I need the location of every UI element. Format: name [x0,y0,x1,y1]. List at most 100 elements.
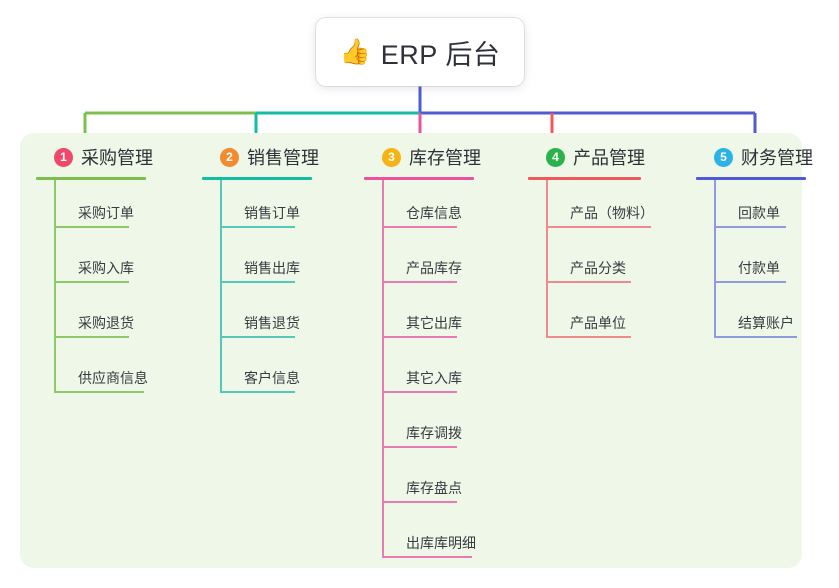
leaf-item-label: 产品（物料） [570,205,654,221]
column-title-2: 销售管理 [247,148,319,168]
column-stem-4 [546,180,548,338]
root-node[interactable]: 👍 ERP 后台 [316,18,524,86]
leaf-item[interactable]: 库存调拨 [364,400,481,455]
column-title-5: 财务管理 [741,148,813,168]
column-1: 1 采购管理采购订单采购入库采购退货供应商信息 [36,144,153,400]
leaf-item-label: 结算账户 [738,315,794,331]
column-badge-5: 5 [714,147,733,167]
column-badge-1: 1 [54,147,73,167]
leaf-item-label: 销售订单 [244,205,300,221]
column-rule-1 [36,177,146,180]
leaf-item-rule [714,226,786,228]
leaf-item-label: 其它入库 [406,370,462,386]
leaf-item-label: 采购入库 [78,260,134,276]
leaf-item-label: 出库库明细 [406,535,476,551]
leaf-item[interactable]: 出库库明细 [364,510,481,565]
leaf-item[interactable]: 其它入库 [364,345,481,400]
column-rule-2 [202,177,312,180]
leaf-item[interactable]: 采购入库 [36,235,153,290]
column-badge-4: 4 [546,147,565,167]
column-stem-3 [382,180,384,558]
root-title: ERP 后台 [380,39,501,70]
leaf-item-label: 销售出库 [244,260,300,276]
leaf-item[interactable]: 结算账户 [696,290,813,345]
column-items-4: 产品（物料） 产品分类产品单位 [528,180,654,345]
column-2: 2 销售管理销售订单销售出库销售退货客户信息 [202,144,319,400]
leaf-item[interactable]: 产品单位 [528,290,645,345]
leaf-item-label: 其它出库 [406,315,462,331]
column-5: 5 财务管理回款单付款单结算账户 [696,144,813,345]
column-header-5[interactable]: 5 财务管理 [696,144,813,170]
leaf-item-label: 客户信息 [244,370,300,386]
column-header-1[interactable]: 1 采购管理 [36,144,153,170]
leaf-item[interactable]: 仓库信息 [364,180,481,235]
leaf-item-rule [54,226,129,228]
leaf-item-label: 回款单 [738,205,780,221]
leaf-item-rule [220,336,295,338]
leaf-item-rule [54,391,144,393]
leaf-item-rule [382,226,457,228]
column-header-2[interactable]: 2 销售管理 [202,144,319,170]
column-items-3: 仓库信息产品库存其它出库其它入库库存调拨库存盘点出库库明细 [364,180,481,565]
leaf-item-rule [382,556,472,558]
leaf-item-rule [220,391,295,393]
column-title-1: 采购管理 [81,148,153,168]
leaf-item[interactable]: 回款单 [696,180,813,235]
leaf-item[interactable]: 产品（物料） [528,180,654,235]
leaf-item[interactable]: 采购退货 [36,290,153,345]
leaf-item-label: 产品分类 [570,260,626,276]
leaf-item-rule [54,281,129,283]
leaf-item[interactable]: 付款单 [696,235,813,290]
leaf-item-rule [546,281,631,283]
column-stem-5 [714,180,716,338]
column-badge-2: 2 [220,147,239,167]
column-rule-4 [528,177,641,180]
leaf-item-rule [220,226,295,228]
column-title-3: 库存管理 [409,148,481,168]
column-rule-3 [364,177,474,180]
leaf-item-rule [546,226,651,228]
leaf-item[interactable]: 客户信息 [202,345,319,400]
column-items-5: 回款单付款单结算账户 [696,180,813,345]
leaf-item-rule [714,281,786,283]
column-3: 3 库存管理仓库信息产品库存其它出库其它入库库存调拨库存盘点出库库明细 [364,144,481,565]
leaf-item-rule [220,281,295,283]
column-header-3[interactable]: 3 库存管理 [364,144,481,170]
leaf-item-label: 产品单位 [570,315,626,331]
column-rule-5 [696,177,806,180]
leaf-item-label: 销售退货 [244,315,300,331]
column-stem-2 [220,180,222,393]
column-items-2: 销售订单销售出库销售退货客户信息 [202,180,319,400]
leaf-item[interactable]: 销售退货 [202,290,319,345]
leaf-item-rule [714,336,797,338]
leaf-item-rule [382,336,457,338]
leaf-item[interactable]: 采购订单 [36,180,153,235]
leaf-item-label: 产品库存 [406,260,462,276]
leaf-item-label: 采购订单 [78,205,134,221]
leaf-item[interactable]: 产品分类 [528,235,645,290]
leaf-item-label: 付款单 [738,260,780,276]
leaf-item[interactable]: 其它出库 [364,290,481,345]
leaf-item-label: 库存盘点 [406,480,462,496]
column-badge-3: 3 [382,147,401,167]
leaf-item-rule [382,446,457,448]
leaf-item-label: 库存调拨 [406,425,462,441]
leaf-item-rule [382,501,457,503]
column-items-1: 采购订单采购入库采购退货供应商信息 [36,180,153,400]
leaf-item[interactable]: 产品库存 [364,235,481,290]
leaf-item[interactable]: 销售订单 [202,180,319,235]
leaf-item-rule [54,336,129,338]
leaf-item-label: 仓库信息 [406,205,462,221]
leaf-item[interactable]: 销售出库 [202,235,319,290]
leaf-item[interactable]: 库存盘点 [364,455,481,510]
leaf-item-rule [382,391,457,393]
leaf-item-label: 供应商信息 [78,370,148,386]
column-stem-1 [54,180,56,393]
leaf-item-rule [546,336,631,338]
content-panel [20,133,802,568]
leaf-item[interactable]: 供应商信息 [36,345,153,400]
thumbs-up-icon: 👍 [339,37,371,66]
